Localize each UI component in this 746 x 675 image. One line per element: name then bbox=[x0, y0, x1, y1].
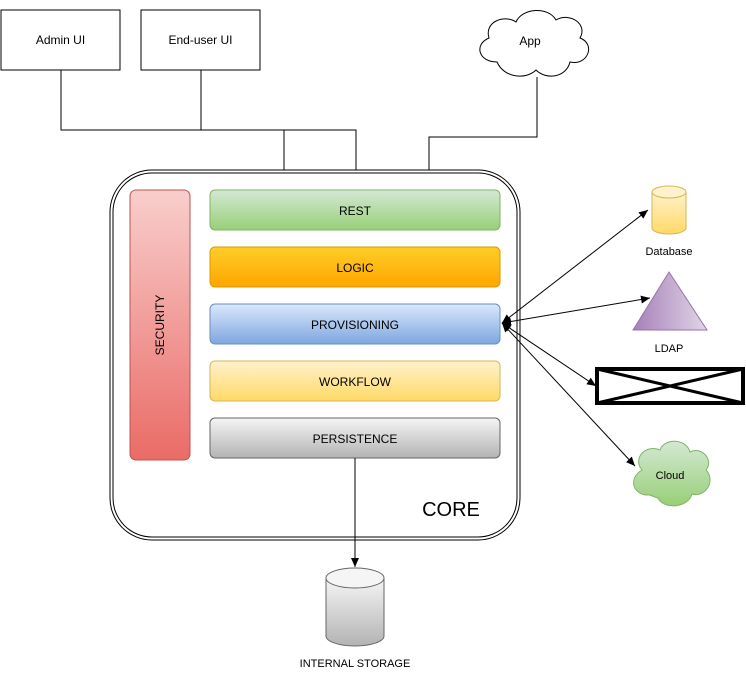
cloud-label: Cloud bbox=[656, 470, 685, 482]
internal-storage-cylinder[interactable]: INTERNAL STORAGE bbox=[300, 567, 411, 670]
internal-storage-label: INTERNAL STORAGE bbox=[300, 658, 411, 670]
layer-persistence[interactable]: PERSISTENCE bbox=[209, 417, 501, 459]
database-label: Database bbox=[645, 246, 692, 258]
layer-rest-label: REST bbox=[339, 204, 372, 218]
app-connector bbox=[425, 77, 538, 189]
end-user-ui-box[interactable]: End-user UI bbox=[140, 9, 261, 71]
ldap-triangle[interactable]: LDAP bbox=[632, 271, 708, 355]
admin-ui-connector bbox=[60, 70, 288, 189]
end-user-ui-connector bbox=[200, 70, 360, 189]
resource-connectors bbox=[501, 209, 651, 467]
layer-persistence-label: PERSISTENCE bbox=[313, 432, 398, 446]
admin-ui-box[interactable]: Admin UI bbox=[0, 9, 121, 71]
cloud-shape bbox=[633, 440, 711, 507]
cloud-resource[interactable]: Cloud bbox=[633, 440, 711, 507]
core-label: CORE bbox=[422, 499, 480, 521]
app-cloud-shape bbox=[479, 10, 590, 77]
layer-provisioning[interactable]: PROVISIONING bbox=[209, 303, 501, 345]
ldap-label: LDAP bbox=[655, 343, 684, 355]
unknown-resource-box[interactable] bbox=[595, 367, 745, 405]
layer-rest[interactable]: REST bbox=[209, 189, 501, 231]
database-cylinder[interactable]: Database bbox=[645, 185, 693, 258]
layer-logic[interactable]: LOGIC bbox=[209, 246, 501, 288]
ldap-connector bbox=[501, 295, 651, 326]
end-user-ui-label: End-user UI bbox=[168, 33, 232, 47]
security-label: SECURITY bbox=[153, 295, 167, 356]
security-bar[interactable]: SECURITY bbox=[129, 189, 191, 461]
app-cloud[interactable]: App bbox=[479, 10, 590, 77]
cloud-connector bbox=[501, 322, 636, 467]
layer-workflow[interactable]: WORKFLOW bbox=[209, 360, 501, 402]
app-label: App bbox=[519, 34, 541, 48]
database-connector bbox=[501, 209, 649, 324]
layer-provisioning-label: PROVISIONING bbox=[311, 318, 399, 332]
admin-ui-label: Admin UI bbox=[36, 33, 85, 47]
layer-workflow-label: WORKFLOW bbox=[319, 375, 392, 389]
layer-logic-label: LOGIC bbox=[336, 261, 374, 275]
client-connectors bbox=[60, 70, 538, 189]
